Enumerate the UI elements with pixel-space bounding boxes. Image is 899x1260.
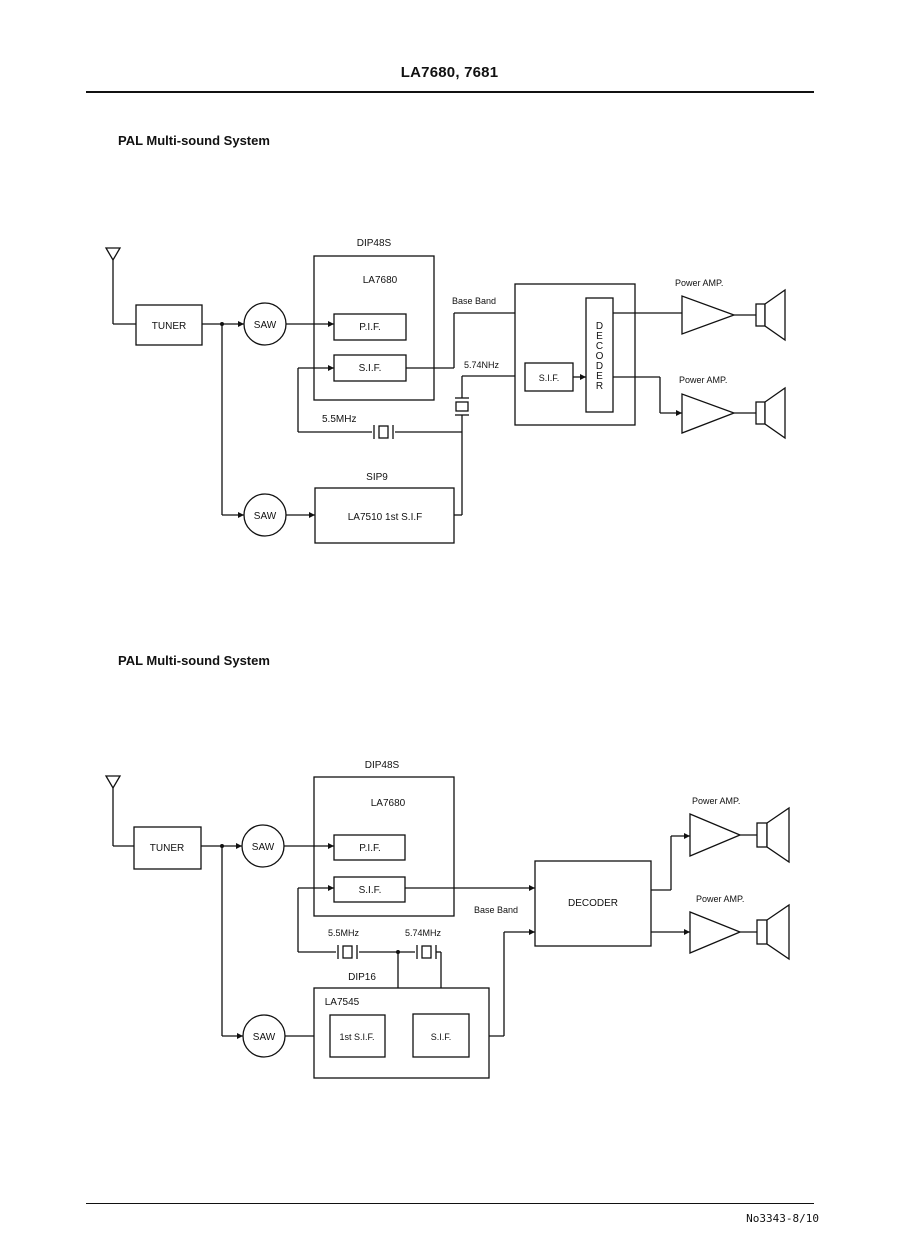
- la7680-label-2: LA7680: [371, 798, 406, 809]
- decoder-letter: D: [596, 361, 603, 372]
- pif-label: P.I.F.: [359, 322, 381, 333]
- sip9-label: SIP9: [366, 472, 388, 483]
- power-amp-top-label-2: Power AMP.: [692, 796, 740, 806]
- sif-label: S.I.F.: [359, 363, 382, 374]
- footer-rule: [86, 1203, 814, 1204]
- power-amp-bottom-icon-2: [689, 911, 742, 954]
- la7510-label: LA7510 1st S.I.F: [348, 512, 423, 523]
- crystal-5-5mhz-icon-2: [337, 945, 358, 959]
- speaker-top-icon-2: [756, 806, 790, 864]
- sif-block-2: [333, 876, 406, 903]
- speaker-top-icon: [755, 288, 786, 342]
- la7545-label: LA7545: [325, 997, 360, 1008]
- dip48s-label: DIP48S: [357, 238, 392, 249]
- sif-label-2: S.I.F.: [359, 885, 382, 896]
- base-band-label-2: Base Band: [474, 905, 518, 915]
- power-amp-top-icon-2: [689, 813, 742, 857]
- crystal-5-74mhz-icon-2: [416, 945, 437, 959]
- power-amp-bottom-label: Power AMP.: [679, 375, 727, 385]
- pif-label-2: P.I.F.: [359, 843, 381, 854]
- decoder-letter: C: [596, 341, 603, 352]
- antenna-icon: [104, 247, 136, 325]
- pif-block-2: [333, 834, 406, 861]
- saw-bottom-label: SAW: [254, 511, 277, 522]
- saw-top-label-2: SAW: [252, 842, 275, 853]
- tuner-box: [135, 304, 203, 346]
- tuner-label: TUNER: [152, 321, 186, 332]
- first-sif-block: [329, 1014, 386, 1058]
- freq-5-74-label: 5.74NHz: [464, 360, 500, 370]
- power-amp-top-label: Power AMP.: [675, 278, 723, 288]
- pif-block: [333, 313, 407, 341]
- decoder-letter: E: [596, 371, 603, 382]
- saw-top-label: SAW: [254, 320, 277, 331]
- la7510-block: [314, 487, 455, 544]
- decoder-block: [585, 297, 614, 413]
- decoder-letter: O: [596, 351, 604, 362]
- decoder-block-2: [534, 860, 652, 947]
- sif2-label: S.I.F.: [431, 1032, 452, 1042]
- decoder-module: [514, 283, 636, 426]
- diagram1-title: PAL Multi-sound System: [118, 133, 270, 148]
- diagram2-title: PAL Multi-sound System: [118, 653, 270, 668]
- la7680-label: LA7680: [363, 275, 398, 286]
- freq-5-5mhz-label: 5.5MHz: [322, 414, 356, 425]
- dip48s-label-2: DIP48S: [365, 760, 400, 771]
- power-amp-bottom-label-2: Power AMP.: [696, 894, 744, 904]
- speaker-bottom-icon-2: [756, 903, 790, 961]
- freq-5-74mhz-label-2: 5.74MHz: [405, 928, 442, 938]
- antenna-icon-2: [104, 775, 134, 847]
- decoder-vertical-label: DECODER: [596, 321, 604, 392]
- tuner-label-2: TUNER: [150, 843, 184, 854]
- crystal-5-5mhz-icon: [373, 425, 394, 439]
- page-number: No3343-8/10: [746, 1212, 819, 1225]
- page-header-title: LA7680, 7681: [400, 64, 499, 81]
- diagram1-block-diagram: TUNER SAW DIP48S LA7680 P.I.F. S.I.F. 5.…: [104, 238, 786, 544]
- speaker-bottom-icon: [755, 386, 786, 440]
- header-rule: [86, 91, 814, 93]
- sif2-block: [412, 1013, 470, 1058]
- power-amp-bottom-icon: [681, 393, 736, 434]
- power-amp-top-icon: [681, 295, 736, 335]
- decoder-letter: E: [596, 331, 603, 342]
- saw-bottom-label-2: SAW: [253, 1032, 276, 1043]
- decoder-sif-label: S.I.F.: [539, 373, 560, 383]
- decoder-letter: D: [596, 321, 603, 332]
- decoder-label-2: DECODER: [568, 898, 618, 909]
- base-band-label: Base Band: [452, 296, 496, 306]
- first-sif-label: 1st S.I.F.: [339, 1032, 374, 1042]
- freq-5-5mhz-label-2: 5.5MHz: [328, 928, 360, 938]
- tuner-box-2: [133, 826, 202, 870]
- decoder-letter: R: [596, 381, 603, 392]
- dip16-label: DIP16: [348, 972, 376, 983]
- diagram2-block-diagram: TUNER SAW DIP48S LA7680 P.I.F. S.I.F. Ba…: [104, 760, 790, 1079]
